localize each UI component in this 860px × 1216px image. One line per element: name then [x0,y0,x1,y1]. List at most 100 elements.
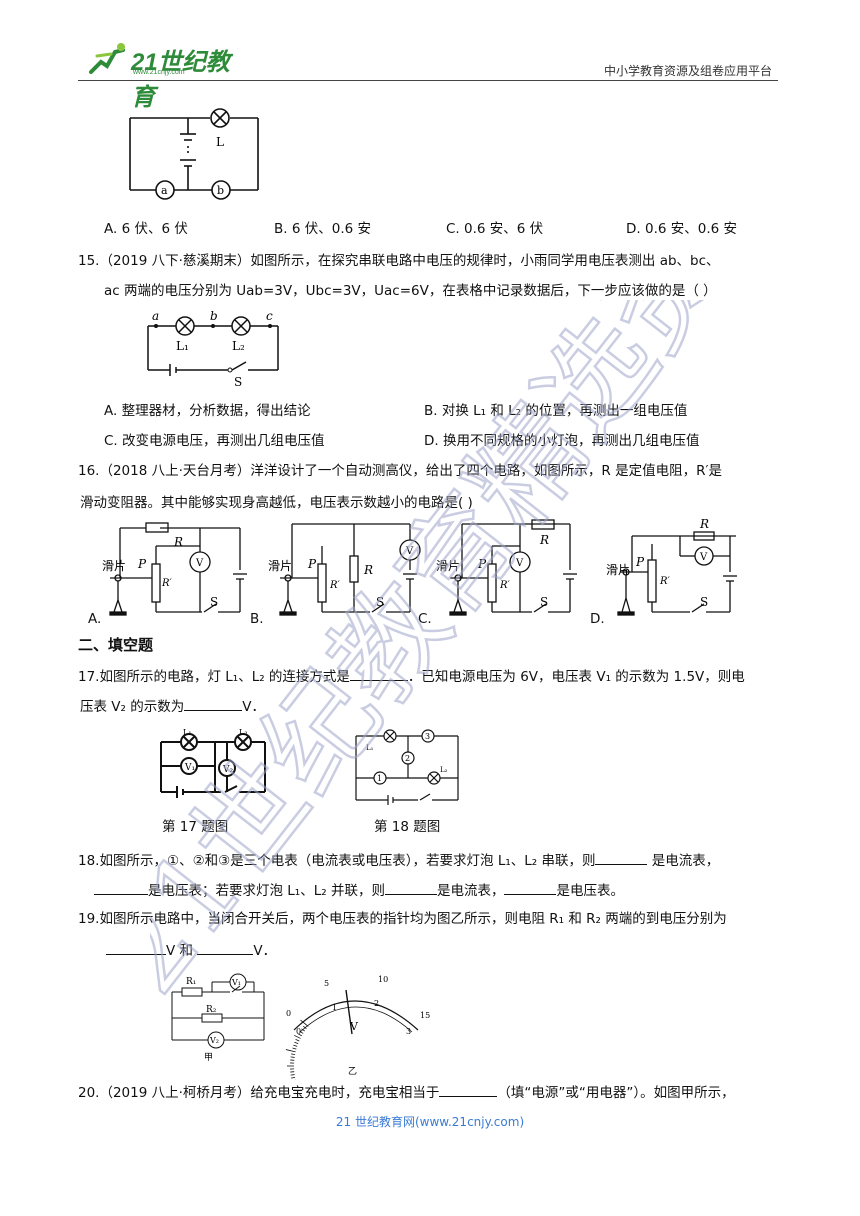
q19-dial-needle [345,989,353,1035]
q19-dial-top-5: 5 [324,979,329,988]
q16c-s-label: S [540,595,548,609]
q19-dial-tick [301,1028,306,1032]
q16b-rprime-label: R′ [329,580,341,591]
q14-option-d[interactable]: D. 0.6 安、0.6 安 [626,221,737,237]
q19-dial-tick [300,1019,309,1027]
q18-blank-parallel-ammeter[interactable] [384,880,437,895]
q16b-slider-label: 滑片 [268,559,292,573]
q19-dial-tick [291,1053,296,1056]
q15-circuit-figure: a b c L₁ L₂ S [147,310,279,388]
q19-blank-r1[interactable] [106,940,166,955]
q18-blank-series-ammeter[interactable] [595,850,648,865]
q20-text-a: 20.（2019 八上·柯桥月考）给充电宝充电时，充电宝相当于 [78,1085,440,1101]
q14-meter-b-label: b [217,184,224,197]
q19-yi-caption: 乙 [348,1066,357,1077]
q16d-slider-label: 滑片 [606,563,630,577]
q18-l2-label: L₂ [440,766,448,774]
q18-meter-2-label: 2 [405,754,410,763]
q16b-p-label: P [307,557,317,571]
q16a-r-label: R [173,535,183,549]
q18-text-e: 是电压表。 [556,883,624,899]
q19-dial-tick [292,1047,297,1050]
q16a-v-label: V [195,558,204,569]
q18-meter-1-label: 1 [377,774,382,783]
q17-figure-caption: 第 17 题图 [162,819,229,835]
q17-text-d: V． [242,699,265,715]
q15-option-c[interactable]: C. 改变电源电压，再测出几组电压值 [104,433,325,449]
q19-r1-label: R₁ [186,977,196,987]
q16c-slider-label: 滑片 [436,559,460,573]
q16-option-a[interactable]: A. [88,611,102,627]
q19-dial-tick [291,1076,296,1079]
q14-option-b[interactable]: B. 6 伏、0.6 安 [274,221,371,237]
header-divider [78,80,778,81]
q16d-rprime-label: R′ [659,576,671,587]
header-platform-text: 中小学教育资源及组卷应用平台 [603,64,772,78]
q19-v1-label: V₁ [231,978,241,987]
q19-jia-caption: 甲 [204,1052,213,1062]
q15-switch-label: S [234,375,242,388]
q18-text-c: 是电压表；若要求灯泡 L₁、L₂ 并联，则 [148,883,385,899]
q19-blank-r2[interactable] [197,940,254,955]
q16-stem-line2: 滑动变阻器。其中能够实现身高越低，电压表示数越小的电路是( ) [80,495,473,511]
q15-point-b: b [210,310,218,323]
q19-dial-tick [290,1056,295,1058]
q14-lamp-label: L [216,135,224,149]
q16-option-d[interactable]: D. [590,611,605,627]
q19-dial-tick [294,1041,299,1045]
section-heading-fill-blank: 二、填空题 [78,636,154,654]
q18-text-b: 是电流表， [651,853,720,869]
q18-stem-line2: 是电压表；若要求灯泡 L₁、L₂ 并联，则是电流表，是电压表。 [94,880,624,900]
q18-meter-3-label: 3 [425,732,430,741]
q15-option-b[interactable]: B. 对换 L₁ 和 L₂ 的位置，再测出一组电压值 [424,403,688,419]
q16-option-c[interactable]: C. [418,611,432,627]
q19-dial-tick [295,1039,300,1042]
q19-voltmeter-dial-yi: 0 5 10 15 0 1 2 3 V 乙 [285,975,430,1080]
q14-option-c[interactable]: C. 0.6 安、6 伏 [446,221,544,237]
q15-stem-line2: ac 两端的电压分别为 Uab=3V，Ubc=3V，Uac=6V，在表格中记录数… [104,283,717,299]
q16b-s-label: S [376,595,384,609]
q19-dial-top-10: 10 [378,975,388,984]
q19-dial-v-label: V [349,1020,359,1033]
q16b-v-label: V [405,546,414,557]
q19-dial-tick [290,1074,295,1076]
q17-blank-v2[interactable] [184,696,243,711]
q18-blank-series-voltmeter[interactable] [94,880,148,895]
q16a-s-label: S [210,595,218,609]
q14-option-a[interactable]: A. 6 伏、6 伏 [104,221,188,237]
q16b-r-label: R [363,563,373,577]
q16c-r-label: R [539,533,549,547]
q19-dial-bottom-1: 1 [332,1003,337,1012]
q16-stem-line1: 16.（2018 八上·天台月考）洋洋设计了一个自动测高仪，给出了四个电路，如图… [78,463,723,479]
q15-point-c: c [266,310,273,323]
q20-text-b: （填“电源”或“用电器”）。如图甲所示， [497,1085,735,1101]
q19-stem-line1: 19.如图所示电路中，当闭合开关后，两个电压表的指针均为图乙所示，则电阻 R₁ … [78,911,727,927]
q15-l1-label: L₁ [176,339,189,353]
q19-stem-line2: V 和 V． [106,940,276,960]
q19-dial-bottom-3: 3 [406,1027,411,1036]
q19-dial-top-15: 15 [420,1011,430,1020]
q20-blank-role[interactable] [439,1082,498,1097]
q19-dial-top-0: 0 [286,1009,291,1018]
q17-circuit-figure: L₁ L₂ V₁ V₂ [160,728,266,798]
q17-stem-line1: 17.如图所示的电路，灯 L₁、L₂ 的连接方式是．已知电源电压为 6V，电压表… [78,666,745,686]
q16c-v-label: V [515,558,524,569]
q19-dial-tick [294,1034,301,1039]
q15-option-a[interactable]: A. 整理器材，分析数据，得出结论 [104,403,311,419]
q19-v2-label: V₂ [209,1036,219,1045]
q19-dial-tick [293,1044,298,1047]
q17-text-a: 17.如图所示的电路，灯 L₁、L₂ 的连接方式是 [78,669,350,685]
q19-r2-label: R₂ [206,1005,217,1015]
q18-blank-parallel-voltmeter[interactable] [504,880,557,895]
q17-blank-connection[interactable] [349,666,408,681]
q15-option-d[interactable]: D. 换用不同规格的小灯泡，再测出几组电压值 [424,433,700,449]
svg-text:L₁: L₁ [183,728,192,737]
q14-meter-a-label: a [161,184,168,197]
q19-circuit-figure-jia: R₁ V₁ R₂ V₂ 甲 [171,973,265,1062]
q16d-r-label: R [699,517,709,531]
q19-dial-tick [299,1030,304,1034]
footer-link[interactable]: 21 世纪教育网(www.21cnjy.com) [335,1115,525,1129]
q16c-rprime-label: R′ [499,580,511,591]
q16-option-b[interactable]: B. [250,611,264,627]
